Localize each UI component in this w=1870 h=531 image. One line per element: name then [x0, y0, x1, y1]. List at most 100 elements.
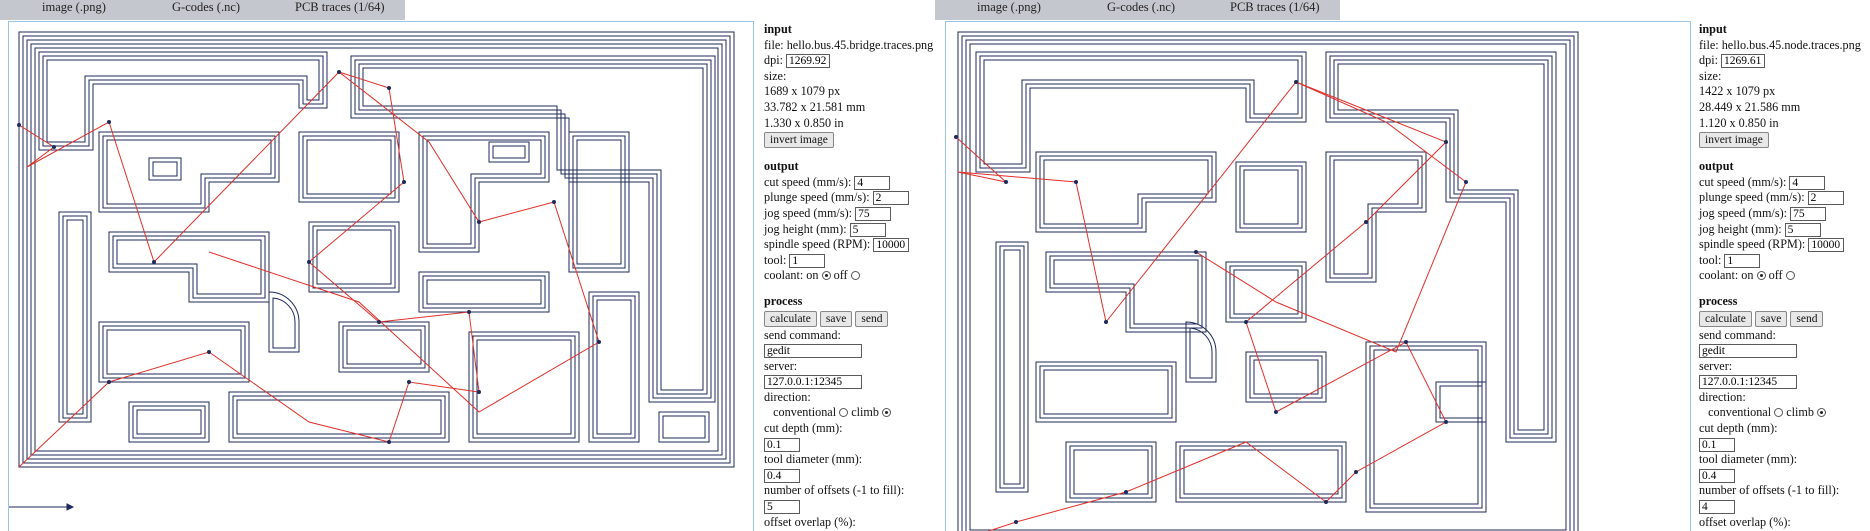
coolant-off-label: off — [1768, 268, 1783, 283]
server-label: server: — [1699, 358, 1733, 373]
direction-label: direction: — [764, 389, 811, 404]
plunge-speed-label: plunge speed (mm/s): — [764, 190, 870, 205]
tab-image[interactable]: image (.png) — [42, 0, 106, 14]
coolant-on-radio[interactable] — [821, 271, 831, 281]
tool-diameter-input[interactable] — [1699, 468, 1735, 483]
toolpath-vertices — [954, 80, 1468, 524]
spindle-speed-label: spindle speed (RPM): — [1699, 237, 1806, 252]
send-button[interactable]: send — [855, 310, 889, 327]
offsets-label: number of offsets (-1 to fill): — [1699, 483, 1840, 498]
cut-speed-input[interactable] — [1789, 175, 1826, 190]
coolant-off-radio[interactable] — [850, 271, 860, 281]
send-button[interactable]: send — [1790, 310, 1824, 327]
coolant-off-radio[interactable] — [1785, 271, 1795, 281]
spindle-speed-label: spindle speed (RPM): — [764, 237, 871, 252]
tab-bar: image (.png) G-codes (.nc) PCB traces (1… — [935, 0, 1340, 20]
size-label: size: — [764, 68, 787, 83]
overlap-label: offset overlap (%): — [1699, 514, 1791, 529]
tab-gcodes[interactable]: G-codes (.nc) — [1107, 0, 1176, 14]
coolant-on-radio[interactable] — [1756, 271, 1766, 281]
cut-speed-input[interactable] — [854, 175, 891, 190]
cut-speed-label: cut speed (mm/s): — [764, 174, 852, 189]
climb-radio[interactable] — [1817, 408, 1826, 418]
tab-image[interactable]: image (.png) — [977, 0, 1041, 14]
spindle-speed-input[interactable] — [1808, 238, 1845, 253]
tool-input[interactable] — [789, 253, 826, 268]
tab-gcodes[interactable]: G-codes (.nc) — [172, 0, 241, 14]
file-label: file: — [764, 37, 784, 52]
calculate-button[interactable]: calculate — [764, 310, 817, 327]
tool-diameter-label: tool diameter (mm): — [764, 452, 863, 467]
cut-depth-input[interactable] — [764, 437, 800, 452]
tab-pcb-traces[interactable]: PCB traces (1/64) — [295, 0, 385, 14]
tool-diameter-input[interactable] — [764, 468, 800, 483]
jog-height-input[interactable] — [1784, 222, 1821, 237]
dpi-input[interactable] — [1721, 54, 1766, 69]
toolpath-vertices — [17, 70, 601, 444]
toolpath-canvas[interactable] — [945, 21, 1691, 531]
jog-speed-label: jog speed (mm/s): — [764, 205, 853, 220]
conventional-radio[interactable] — [1774, 408, 1784, 418]
plunge-speed-input[interactable] — [872, 191, 909, 206]
file-name: hello.bus.45.bridge.traces.png — [786, 37, 934, 52]
tool-input[interactable] — [1724, 253, 1761, 268]
size-mm: 28.449 x 21.586 mm — [1699, 99, 1801, 114]
offsets-input[interactable] — [764, 500, 800, 515]
save-button[interactable]: save — [819, 310, 853, 327]
plunge-speed-input[interactable] — [1807, 191, 1844, 206]
tool-diameter-label: tool diameter (mm): — [1699, 452, 1798, 467]
send-command-label: send command: — [764, 327, 841, 342]
server-label: server: — [764, 358, 798, 373]
jog-speed-input[interactable] — [1790, 206, 1827, 221]
toolpath-view — [954, 31, 1579, 531]
send-command-input[interactable] — [764, 344, 862, 359]
size-mm: 33.782 x 21.581 mm — [764, 99, 866, 114]
calculate-button[interactable]: calculate — [1699, 310, 1752, 327]
conventional-label: conventional — [1708, 405, 1772, 420]
size-px: 1689 x 1079 px — [764, 84, 841, 99]
server-input[interactable] — [1699, 375, 1797, 390]
size-in: 1.330 x 0.850 in — [764, 115, 844, 130]
left-pane: image (.png) G-codes (.nc) PCB traces (1… — [0, 0, 935, 531]
right-pane: image (.png) G-codes (.nc) PCB traces (1… — [935, 0, 1870, 531]
offsets-input[interactable] — [1699, 500, 1735, 515]
cut-depth-label: cut depth (mm): — [764, 421, 843, 436]
server-input[interactable] — [764, 375, 862, 390]
overlap-label: offset overlap (%): — [764, 514, 856, 529]
conventional-label: conventional — [773, 405, 837, 420]
toolpath-traces — [18, 31, 735, 468]
invert-image-button[interactable]: invert image — [764, 132, 834, 149]
send-command-label: send command: — [1699, 327, 1776, 342]
file-name: hello.bus.45.node.traces.png — [1721, 37, 1861, 52]
toolpath-canvas[interactable] — [8, 21, 754, 531]
jog-height-label: jog height (mm): — [764, 221, 847, 236]
coolant-label: coolant: on — [764, 268, 819, 283]
cut-depth-input[interactable] — [1699, 437, 1735, 452]
plunge-speed-label: plunge speed (mm/s): — [1699, 190, 1805, 205]
send-command-input[interactable] — [1699, 344, 1797, 359]
settings-panel: input file: hello.bus.45.bridge.traces.p… — [764, 20, 934, 530]
jog-height-input[interactable] — [849, 222, 886, 237]
coolant-label: coolant: on — [1699, 268, 1754, 283]
conventional-radio[interactable] — [839, 408, 849, 418]
direction-label: direction: — [1699, 389, 1746, 404]
climb-radio[interactable] — [882, 408, 891, 418]
offsets-label: number of offsets (-1 to fill): — [764, 483, 905, 498]
output-heading: output — [1699, 159, 1734, 174]
input-heading: input — [1699, 22, 1727, 36]
jog-speed-label: jog speed (mm/s): — [1699, 205, 1788, 220]
spindle-speed-input[interactable] — [873, 238, 910, 253]
save-button[interactable]: save — [1754, 310, 1788, 327]
cut-speed-label: cut speed (mm/s): — [1699, 174, 1787, 189]
size-px: 1422 x 1079 px — [1699, 84, 1776, 99]
dpi-input[interactable] — [786, 54, 831, 69]
tool-label: tool: — [1699, 252, 1722, 267]
jog-speed-input[interactable] — [855, 206, 892, 221]
invert-image-button[interactable]: invert image — [1699, 132, 1769, 149]
settings-panel: input file: hello.bus.45.node.traces.png… — [1699, 20, 1869, 530]
climb-label: climb — [851, 405, 879, 420]
output-heading: output — [764, 159, 799, 174]
origin-axis — [9, 503, 75, 511]
tab-pcb-traces[interactable]: PCB traces (1/64) — [1230, 0, 1320, 14]
file-label: file: — [1699, 37, 1719, 52]
